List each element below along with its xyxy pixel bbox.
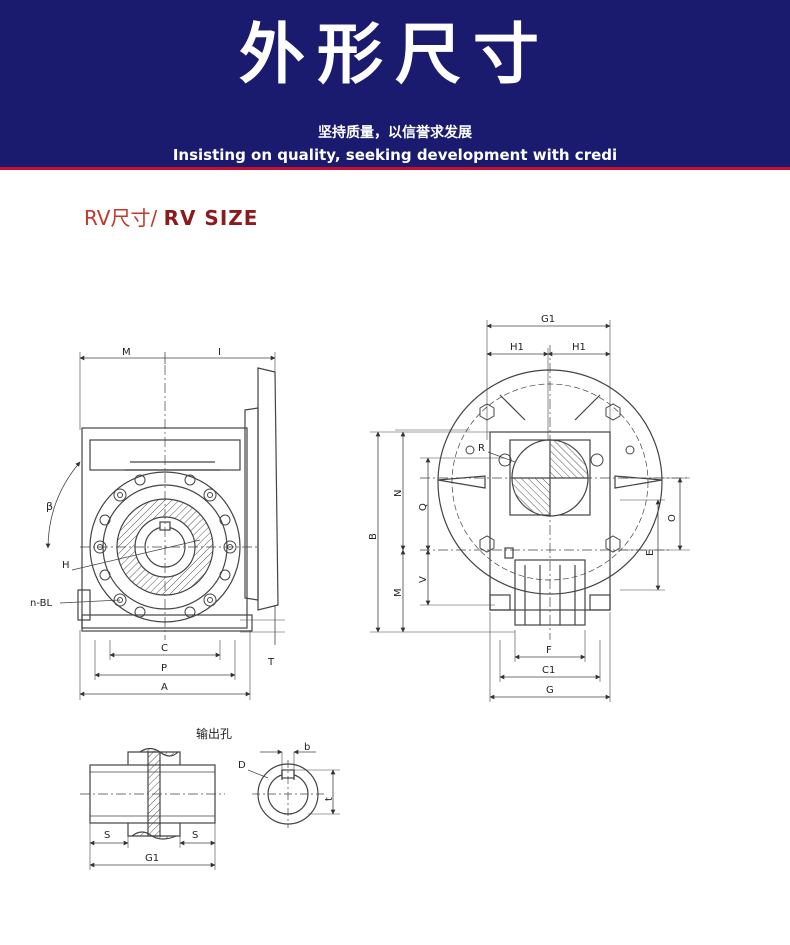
label-N: N <box>393 490 404 497</box>
label-B: B <box>368 533 379 540</box>
label-O: O <box>667 514 678 522</box>
label-G1-top: G1 <box>541 314 555 325</box>
banner-subtitle-cn: 坚持质量，以信誉求发展 <box>318 125 472 141</box>
banner-subtitle-en: Insisting on quality, seeking developmen… <box>172 146 618 164</box>
label-output-hole: 输出孔 <box>196 726 232 741</box>
label-G1-bottom: G1 <box>145 853 159 864</box>
label-R: R <box>478 443 485 454</box>
label-H1-right: H1 <box>572 342 586 353</box>
label-b: b <box>304 742 310 753</box>
label-E: E <box>645 550 656 556</box>
banner-title: 外形尺寸 <box>239 16 551 93</box>
label-t: t <box>324 797 335 801</box>
label-S-left: S <box>104 830 110 841</box>
header-banner: 外形尺寸 坚持质量，以信誉求发展 Insisting on quality, s… <box>0 0 790 170</box>
section-title-cn: RV尺寸/ <box>84 206 158 230</box>
left-view <box>45 352 285 700</box>
section-title-en: RV SIZE <box>163 206 259 230</box>
label-beta: β <box>46 500 53 513</box>
label-I: I <box>218 347 221 358</box>
label-M-right: M <box>393 588 404 597</box>
label-C: C <box>161 643 168 654</box>
label-C1: C1 <box>542 665 555 676</box>
label-A: A <box>161 682 168 693</box>
right-view <box>370 320 690 702</box>
label-nBL: n-BL <box>30 598 52 609</box>
label-H: H <box>62 560 70 571</box>
label-S-right: S <box>192 830 198 841</box>
label-Q: Q <box>418 503 429 511</box>
label-M: M <box>122 347 131 358</box>
output-shaft-section <box>80 747 225 870</box>
label-T: T <box>267 657 275 668</box>
output-bore-detail <box>247 749 340 828</box>
section-title: RV尺寸/ RV SIZE <box>84 205 258 231</box>
label-G: G <box>546 685 554 696</box>
label-F: F <box>546 645 552 656</box>
label-V: V <box>418 576 429 583</box>
label-P: P <box>161 663 167 674</box>
label-H1-left: H1 <box>510 342 524 353</box>
label-D: D <box>238 760 246 771</box>
